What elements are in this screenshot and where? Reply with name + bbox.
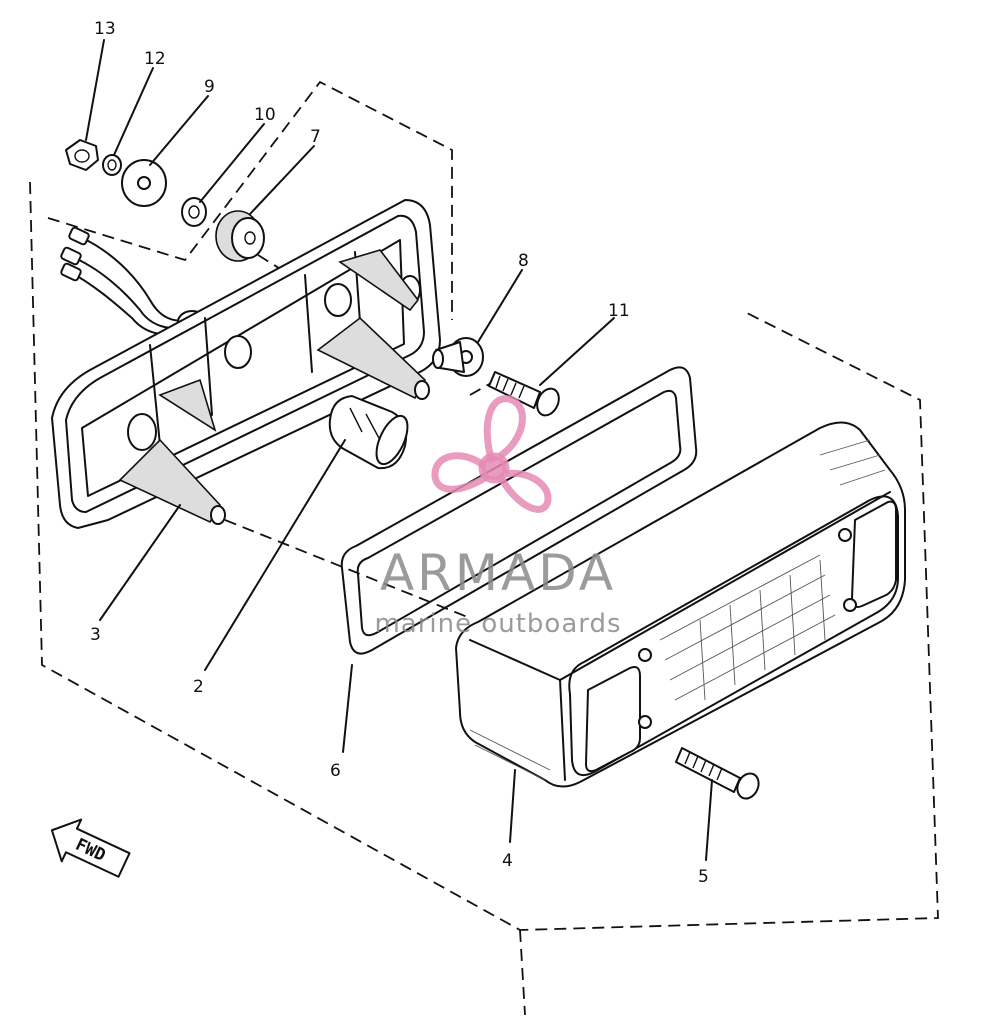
part-12-lock-washer — [102, 154, 122, 176]
callout-10: 10 — [254, 105, 276, 125]
callout-13: 13 — [94, 19, 116, 39]
callout-7: 7 — [310, 127, 321, 147]
propeller-logo-icon — [431, 395, 552, 513]
part-13-nut — [65, 139, 99, 171]
callout-labels: 13 12 9 10 7 8 11 3 2 6 4 5 — [90, 19, 709, 887]
leader-lines — [85, 39, 713, 861]
callout-11: 11 — [608, 301, 630, 321]
part-9-washer — [121, 159, 167, 207]
armada-watermark: ARMADA marine outboards — [374, 395, 621, 639]
callout-2: 2 — [193, 677, 204, 697]
callout-9: 9 — [204, 77, 215, 97]
part-3-lamp-housing — [51, 199, 441, 529]
part-10-washer — [181, 197, 207, 227]
part-11-bolt — [488, 371, 560, 417]
callout-4: 4 — [502, 851, 513, 871]
watermark-tagline: marine outboards — [374, 609, 621, 639]
part-5-screw — [675, 747, 760, 800]
part-8-collar — [432, 337, 484, 377]
callout-5: 5 — [698, 867, 709, 887]
watermark-brand: ARMADA — [380, 544, 616, 602]
part-6-gasket — [340, 366, 698, 655]
fwd-direction-arrow: FWD — [50, 818, 131, 878]
part-4-lens — [455, 421, 906, 788]
callout-3: 3 — [90, 625, 101, 645]
callout-6: 6 — [330, 761, 341, 781]
part-7-grommet — [215, 210, 265, 262]
callout-12: 12 — [144, 49, 166, 69]
callout-8: 8 — [518, 251, 529, 271]
part-2-bulb — [328, 395, 409, 470]
